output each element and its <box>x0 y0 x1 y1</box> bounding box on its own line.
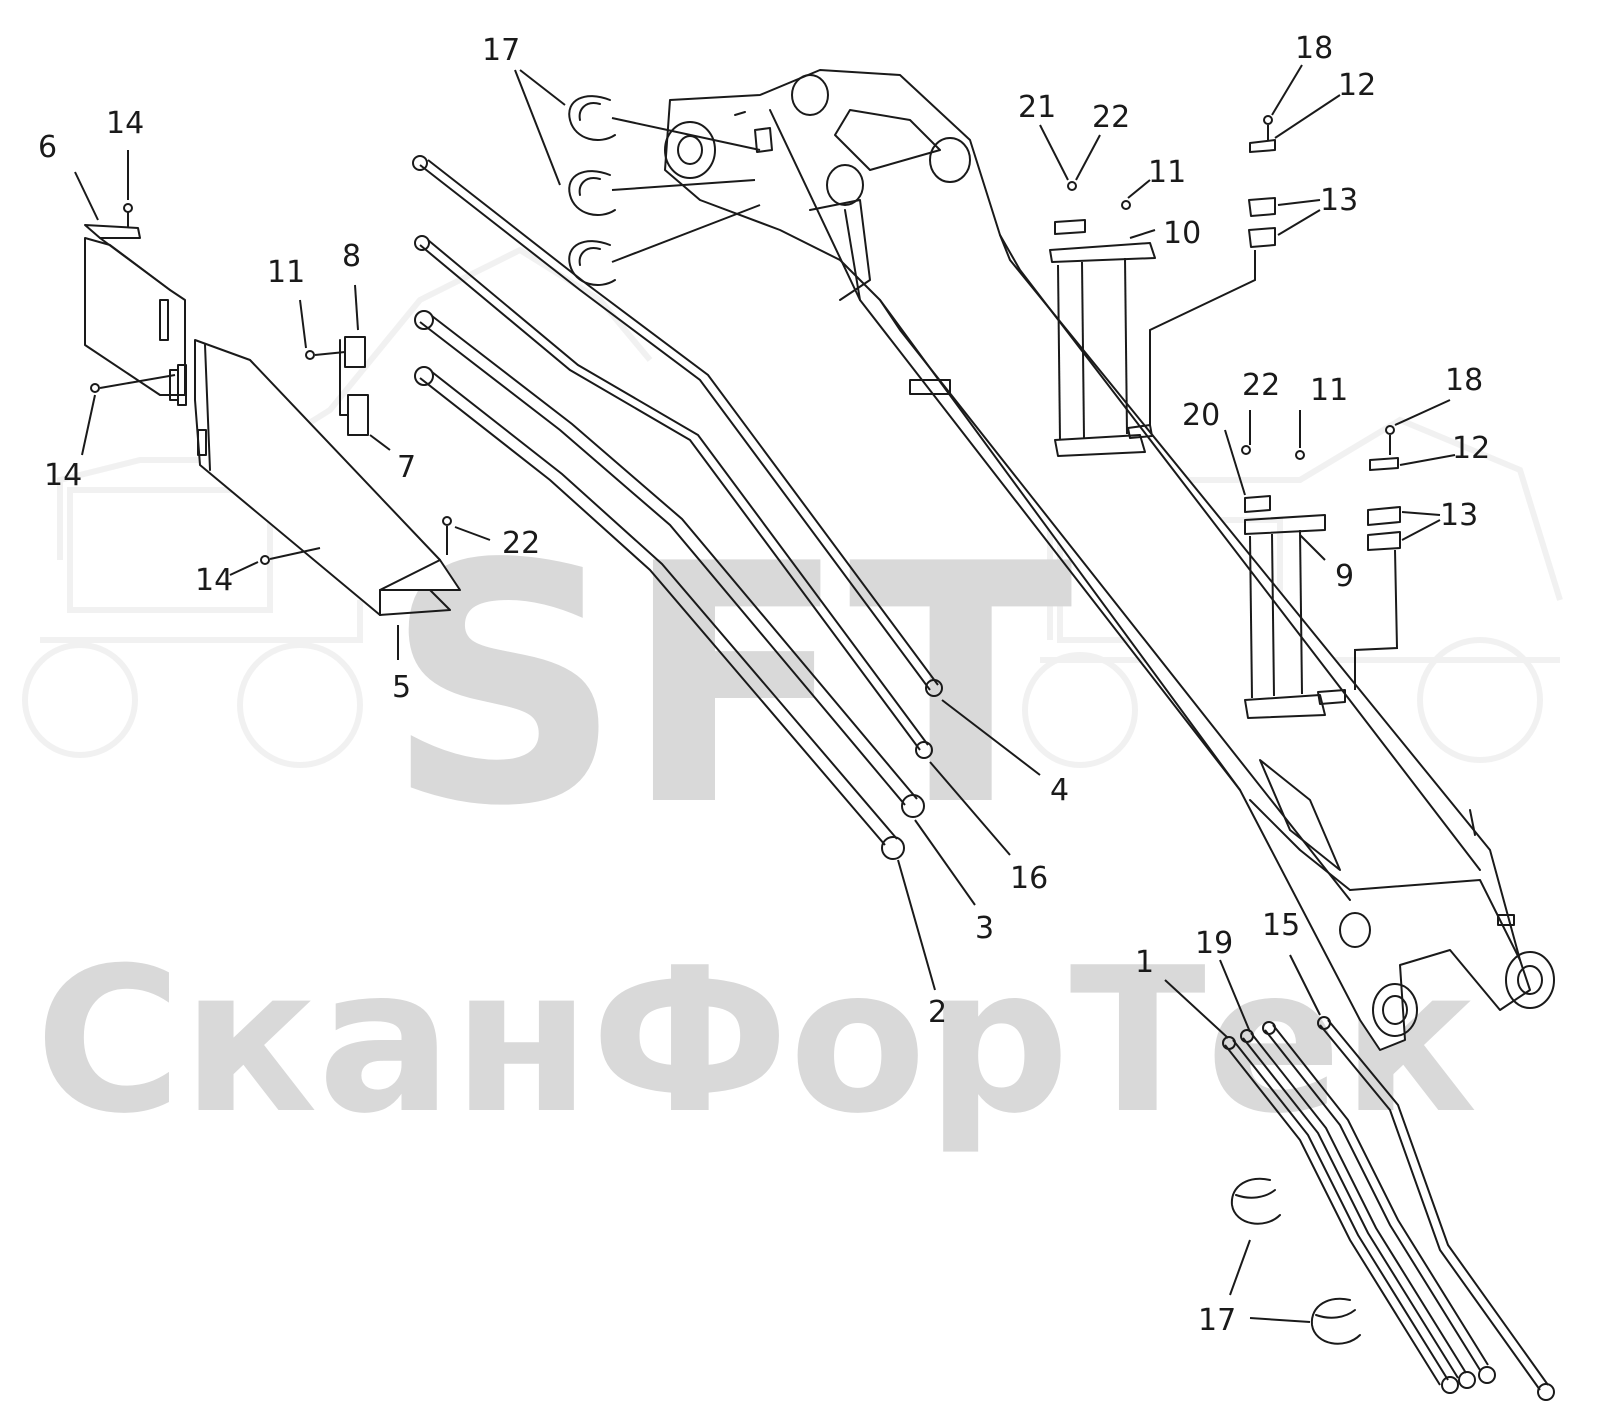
callout-19: 19 <box>1195 926 1233 961</box>
callout-22: 22 <box>502 526 540 561</box>
watermark-company: СканФорТек <box>35 925 1477 1158</box>
callout-22: 22 <box>1092 100 1130 135</box>
callout-11: 11 <box>267 255 305 290</box>
clamp-parts-7-8 <box>339 336 369 436</box>
callout-18: 18 <box>1295 31 1333 66</box>
boom-arm <box>664 69 1555 1051</box>
callout-20: 20 <box>1182 398 1220 433</box>
callout-3: 3 <box>975 911 994 946</box>
guard-plate-5 <box>177 339 461 616</box>
callout-8: 8 <box>342 239 361 274</box>
callout-12: 12 <box>1338 68 1376 103</box>
callout-12: 12 <box>1452 431 1490 466</box>
hose-4-fitting <box>412 155 428 171</box>
callout-9: 9 <box>1335 559 1354 594</box>
clamp-assemblies <box>1049 139 1401 719</box>
bolts <box>90 115 1395 565</box>
callout-18: 18 <box>1445 363 1483 398</box>
callout-10: 10 <box>1163 216 1201 251</box>
callout-1: 1 <box>1135 945 1154 980</box>
callout-4: 4 <box>1050 773 1069 808</box>
callout-21: 21 <box>1018 90 1056 125</box>
split-rings-upper <box>568 95 773 286</box>
callout-5: 5 <box>392 670 411 705</box>
callout-11: 11 <box>1310 373 1348 408</box>
callout-11: 11 <box>1148 155 1186 190</box>
callout-17: 17 <box>1198 1303 1236 1338</box>
hose-set-upper <box>412 155 943 860</box>
callout-22: 22 <box>1242 368 1280 403</box>
callout-2: 2 <box>928 995 947 1030</box>
callout-labels: 17 14 6 11 8 14 7 22 14 5 4 16 3 2 21 22… <box>38 31 1490 1338</box>
callout-15: 15 <box>1262 908 1300 943</box>
callout-14: 14 <box>44 458 82 493</box>
callout-13: 13 <box>1440 498 1478 533</box>
guard-plate-6 <box>84 224 186 401</box>
callout-7: 7 <box>397 450 416 485</box>
callout-14: 14 <box>195 563 233 598</box>
split-rings-lower <box>1230 1177 1361 1345</box>
callout-16: 16 <box>1010 861 1048 896</box>
callout-leaders <box>74 64 1456 1323</box>
callout-17: 17 <box>482 33 520 68</box>
callout-14: 14 <box>106 106 144 141</box>
watermark-logo: SFT <box>385 494 1075 878</box>
callout-6: 6 <box>38 130 57 165</box>
callout-13: 13 <box>1320 183 1358 218</box>
hose-set-lower <box>1222 1016 1555 1401</box>
